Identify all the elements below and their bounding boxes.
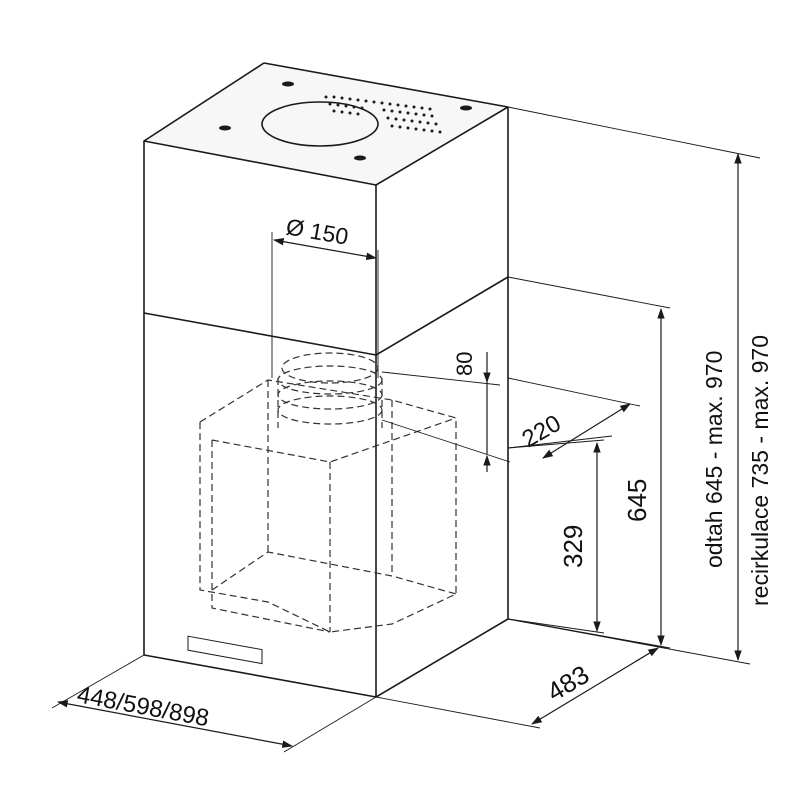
collar-ring-2: [277, 380, 383, 410]
dim-line-483: [531, 647, 659, 725]
hood-body: [143, 276, 509, 698]
dim-lower-height: 329: [507, 439, 605, 634]
ext-width-right: [283, 696, 377, 753]
ext-80-top: [381, 371, 501, 386]
ext-overall-top: [507, 106, 761, 159]
ext-width-left: [51, 654, 145, 709]
mount-hole-1: [282, 81, 294, 87]
brand-plate: [187, 635, 263, 665]
label-extraction-height: odtah 645 - max. 970: [701, 351, 727, 568]
ext-220-a: [507, 377, 641, 407]
mount-hole-4: [460, 105, 472, 111]
chimney-top-face: [143, 62, 509, 186]
dim-body-height: 645: [507, 276, 671, 649]
dim-line-220: [542, 403, 631, 459]
ext-329-bottom: [507, 618, 605, 634]
dim-collar-height: 80: [381, 352, 511, 472]
dim-depth: 483: [375, 618, 667, 729]
label-width-options: 448/598/898: [75, 681, 211, 732]
collar-ring-3: [277, 395, 383, 425]
housing-inner-top: [211, 417, 457, 463]
mount-hole-2: [219, 125, 231, 131]
label-body-height: 645: [622, 479, 652, 522]
dim-line-width: [56, 700, 294, 748]
label-collar-height: 80: [452, 352, 477, 376]
body-outline: [143, 277, 509, 698]
ext-483-front: [375, 696, 541, 729]
ext-645-top: [507, 276, 671, 309]
body-top-edges: [143, 276, 509, 356]
dim-duct-diameter: Ø 150: [271, 213, 379, 378]
vent-grid: [324, 95, 442, 134]
housing-inner-left: [211, 440, 331, 633]
hidden-internals: [199, 352, 457, 633]
ext-80-bottom: [381, 419, 511, 463]
dim-line-dia: [272, 237, 378, 261]
mount-hole-3: [354, 155, 366, 161]
label-lower-height: 329: [558, 525, 588, 568]
housing-bottom: [211, 551, 457, 595]
motor-housing: [199, 379, 457, 633]
duct-opening: [261, 101, 379, 147]
dim-width: 448/598/898: [51, 654, 377, 753]
collar-top: [281, 352, 379, 384]
ext-483-back: [507, 618, 667, 649]
label-depth: 483: [542, 659, 595, 707]
collar-ring-1: [277, 365, 383, 395]
dim-overall-height: odtah 645 - max. 970 recirkulace 735 - m…: [507, 106, 773, 665]
label-duct-diameter: Ø 150: [284, 213, 350, 249]
label-recirculation-height: recirkulace 735 - max. 970: [747, 335, 773, 606]
ext-329-top: [507, 439, 605, 449]
chimney-box: [143, 62, 509, 355]
